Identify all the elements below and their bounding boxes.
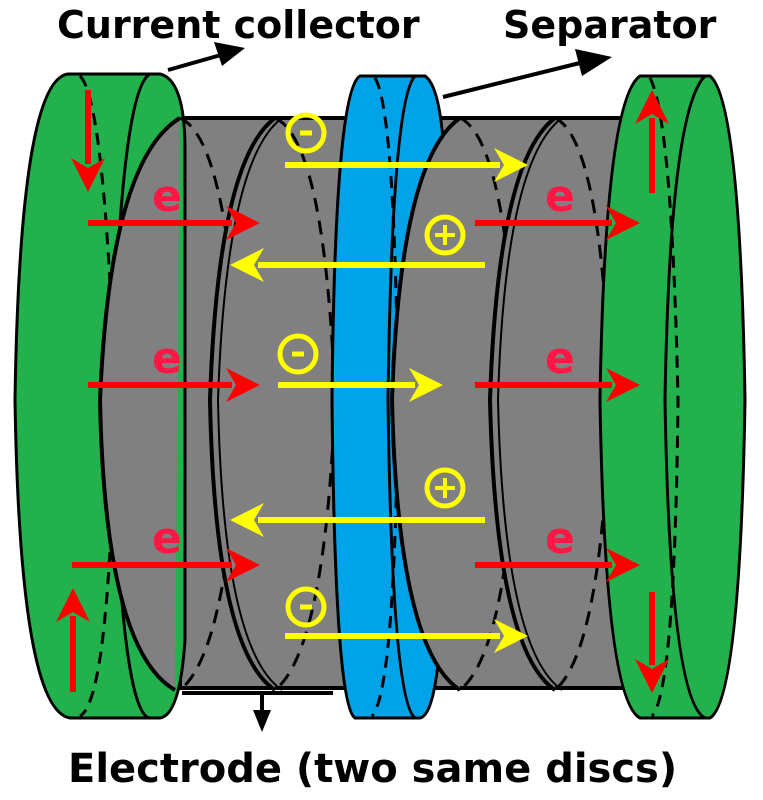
leader-arrows: [167, 42, 612, 732]
electron-arrow-left: [72, 548, 260, 582]
electrode-label: Electrode (two same discs): [68, 746, 677, 792]
cation-arrow: [230, 503, 485, 537]
electron-arrow-left: [88, 368, 260, 402]
cation-icon: [424, 214, 466, 256]
electron-arrow-right: [475, 206, 640, 240]
separator-label: Separator: [503, 3, 717, 47]
electron-label: e: [545, 171, 575, 222]
cation-arrow: [230, 248, 485, 282]
collector-arrow-up: [56, 588, 90, 692]
electron-label: e: [152, 333, 182, 384]
current-collector-pointer-arrow: [167, 42, 245, 72]
electron-label: e: [545, 513, 575, 564]
electron-arrows: e e e e e e: [56, 90, 669, 693]
anion-icon: [277, 333, 319, 375]
anion-icon: [285, 586, 327, 628]
electrode-pointer-arrow: [182, 691, 333, 732]
collector-arrow-down: [635, 592, 669, 693]
anion-arrow: [285, 619, 528, 653]
anion-icon: [285, 112, 327, 154]
cation-icon: [424, 467, 466, 509]
left-electrode-discs: [97, 116, 337, 692]
electron-label: e: [152, 171, 182, 222]
separator-pointer-arrow: [442, 49, 612, 99]
electron-arrow-right: [475, 548, 640, 582]
ion-arrows: [230, 112, 528, 653]
electron-label: e: [545, 333, 575, 384]
electron-arrow-right: [475, 368, 640, 402]
collector-arrow-down: [71, 90, 105, 192]
electron-arrow-left: [88, 206, 260, 240]
electron-label: e: [152, 513, 182, 564]
current-collector-label: Current collector: [57, 3, 420, 47]
collector-arrow-up: [635, 90, 669, 193]
right-current-collector: [598, 74, 747, 720]
anion-arrow: [278, 368, 443, 402]
anion-arrow: [285, 148, 528, 182]
